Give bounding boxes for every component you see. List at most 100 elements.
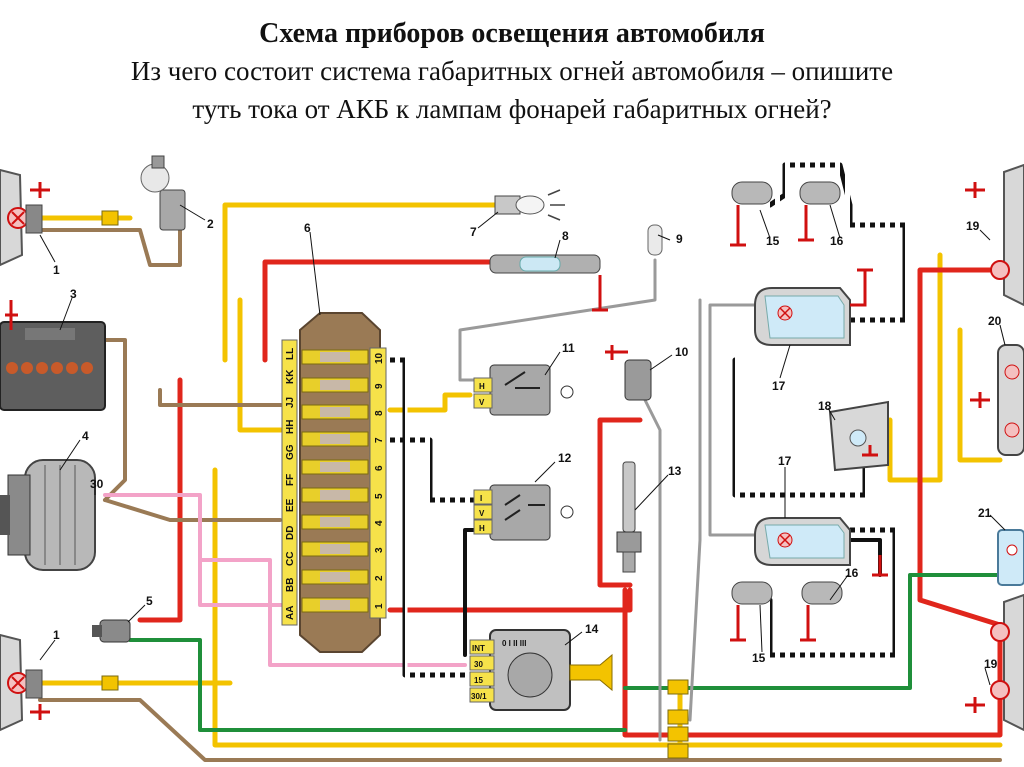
lamp-7: [494, 189, 565, 221]
bulb-9: [647, 224, 663, 256]
switch-12-pin: H: [479, 524, 485, 533]
battery-3: [0, 300, 106, 411]
connector: [101, 675, 119, 691]
fuse-box-right-strip: [369, 347, 387, 619]
label-17-top: 17: [772, 379, 786, 393]
label-16-top: 16: [830, 234, 844, 248]
label-9: 9: [676, 232, 683, 246]
fuse-number: 8: [374, 410, 385, 416]
fuse-left-label: GG: [285, 444, 296, 460]
fuse-box: LL KK JJ HH GG FF EE DD CC BB AA 10 9 8 …: [281, 312, 387, 653]
wire-yellow-right: [887, 252, 943, 483]
ignition-pin: 30: [474, 660, 483, 669]
lamp-15-top: [730, 181, 773, 247]
switch-10: [605, 345, 652, 401]
wire-striped-15-top: [767, 162, 788, 208]
ignition-pin: 30/1: [471, 692, 487, 701]
wires: [37, 162, 1003, 762]
rear-lamp-17-bottom: [754, 517, 888, 577]
relay-21: [997, 529, 1024, 586]
fuse-row: [301, 487, 369, 503]
wire-red-8: [262, 259, 498, 363]
wire-pink-1: [103, 493, 287, 607]
label-30: 30: [90, 477, 104, 491]
wire-green-right: [623, 573, 1002, 690]
sensor-13: [616, 461, 642, 573]
label-5: 5: [146, 594, 153, 608]
label-1-top: 1: [53, 263, 60, 277]
fuse-number: 4: [374, 520, 385, 526]
switch-11-pin: H: [479, 382, 485, 391]
wire-yellow-11: [387, 392, 473, 413]
fuse-row: [301, 377, 369, 393]
lamp-15-bottom: [730, 581, 773, 642]
fuse-row: [301, 541, 369, 557]
label-3: 3: [70, 287, 77, 301]
fuse-row: [301, 404, 369, 420]
ignition-pin: 15: [474, 676, 483, 685]
wire-brown-1: [38, 228, 182, 267]
label-13: 13: [668, 464, 682, 478]
label-6: 6: [304, 221, 311, 235]
label-2: 2: [207, 217, 214, 231]
fuse-row: [301, 459, 369, 475]
fuse-number: 7: [374, 437, 385, 443]
headlight-left-bottom: [0, 633, 50, 732]
fuse-row: [301, 349, 369, 365]
wire-pink-2: [198, 558, 467, 667]
subtitle-line-1: Из чего состоит система габаритных огней…: [130, 56, 894, 86]
fuse-left-label: HH: [285, 420, 296, 434]
alternator-4: [0, 459, 96, 571]
fuse-left-label: EE: [285, 498, 296, 512]
fuse-row: [301, 597, 369, 613]
fuse-left-label: KK: [285, 369, 296, 384]
wire-brown-3: [103, 498, 282, 522]
fuse-number: 3: [374, 547, 385, 553]
fuse-right-numbers: 10 9 8 7 6 5 4 3 2 1: [374, 352, 385, 609]
fuse-row: [301, 514, 369, 530]
lamp-16-top: [798, 181, 841, 242]
fuse-left-label: FF: [285, 474, 296, 486]
fuse-number: 5: [374, 493, 385, 499]
fuse-box-left-strip: [281, 339, 298, 626]
wire-brown-4: [158, 388, 287, 407]
wire-grey-right: [688, 298, 762, 722]
connector-block: [667, 679, 689, 759]
component-labels: 1 1 2 3 4 30 5 6 7 8 9 10 11 12 13 14 15…: [53, 217, 1002, 671]
switch-12-pin: I: [480, 494, 482, 503]
wire-yellow-fuse: [237, 297, 288, 433]
label-4: 4: [82, 429, 89, 443]
headlight-left-top: [0, 168, 50, 267]
wire-green-5: [128, 638, 627, 732]
label-12: 12: [558, 451, 572, 465]
wire-yellow-20: [957, 327, 1003, 463]
fuse-number: 9: [374, 383, 385, 389]
wire-striped-17-bottom: [767, 527, 898, 658]
wire-red-fuse1: [387, 587, 633, 613]
switch-11: H V: [473, 364, 574, 416]
switch-12-pin: V: [479, 509, 485, 518]
rear-lamp-17-top: [754, 268, 873, 346]
lamp-socket-8: [489, 254, 608, 312]
fuse-left-label: BB: [285, 578, 296, 592]
fuse-number: 10: [374, 352, 385, 364]
fuse-row: [301, 569, 369, 585]
wire-grey-10: [643, 398, 662, 742]
ignition-pin: INT: [472, 644, 485, 653]
label-10: 10: [675, 345, 689, 359]
fuse-row: [301, 431, 369, 447]
wire-brown-2: [103, 338, 127, 502]
label-18: 18: [818, 399, 832, 413]
label-8: 8: [562, 229, 569, 243]
fuse-number: 2: [374, 575, 385, 581]
label-15-bottom: 15: [752, 651, 766, 665]
diagram-subtitle: Из чего состоит система габаритных огней…: [0, 52, 1024, 128]
fuse-number: 6: [374, 465, 385, 471]
wiring-diagram: LL KK JJ HH GG FF EE DD CC BB AA 10 9 8 …: [0, 155, 1024, 762]
fuse-left-label: DD: [285, 526, 296, 540]
subtitle-line-2: туть тока от АКБ к лампам фонарей габари…: [192, 94, 832, 124]
label-21: 21: [978, 506, 992, 520]
wire-red-right: [917, 267, 1003, 628]
parking-sensor-2: [140, 155, 186, 231]
fuse-rows: [301, 349, 369, 613]
